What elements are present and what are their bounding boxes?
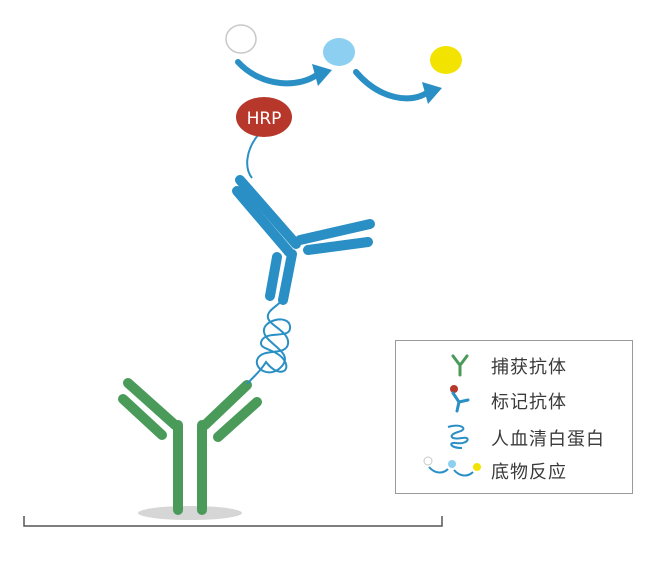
substrate-colorless [225, 24, 257, 54]
capture-antibody [118, 378, 262, 515]
legend-item-serum-albumin: 人血清白蛋白 [396, 421, 632, 451]
hrp-enzyme: HRP [236, 97, 292, 137]
legend-label: 人血清白蛋白 [491, 429, 605, 450]
reaction-arrowhead-2 [422, 82, 442, 104]
legend-label: 捕获抗体 [491, 357, 567, 378]
plate-baseline [23, 516, 443, 527]
substrate-reaction-icon [423, 456, 481, 477]
legend-item-labeled-antibody: 标记抗体 [396, 384, 632, 414]
serum-albumin-icon [447, 424, 469, 449]
legend-item-substrate-reaction: 底物反应 [396, 454, 632, 484]
hrp-linker [246, 134, 259, 179]
reaction-arrow-1 [235, 59, 321, 87]
reaction-arrowhead-1 [312, 64, 332, 86]
labeled-antibody-icon [450, 385, 470, 413]
legend-label: 底物反应 [491, 462, 567, 483]
serum-albumin-coil [246, 297, 292, 385]
legend: 捕获抗体 标记抗体 人血清白蛋白 底物反应 [395, 340, 633, 494]
legend-label: 标记抗体 [491, 392, 567, 413]
substrate-reaction [225, 24, 462, 104]
labeled-antibody [232, 175, 375, 305]
antibody-shadow [138, 506, 242, 520]
hrp-label: HRP [247, 109, 282, 129]
substrate-product [430, 46, 462, 74]
reaction-arrow-2 [353, 69, 431, 102]
substrate-intermediate [323, 38, 355, 66]
legend-item-capture-antibody: 捕获抗体 [396, 349, 632, 379]
capture-antibody-icon [451, 354, 469, 377]
